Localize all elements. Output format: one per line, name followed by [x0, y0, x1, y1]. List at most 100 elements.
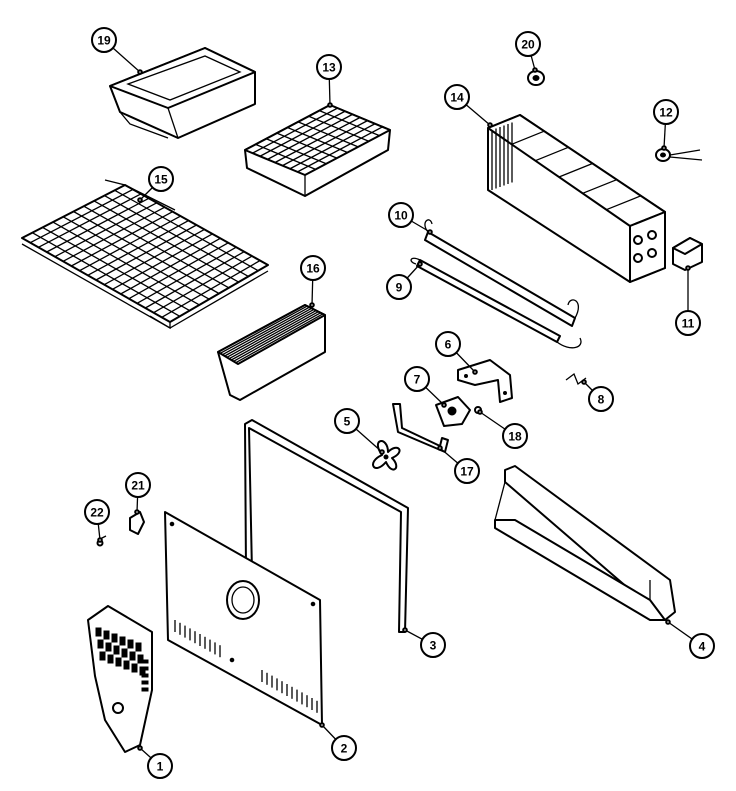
- part-12-thermostat: [655, 148, 703, 162]
- callout-number: 14: [450, 91, 464, 105]
- callout-leader-tip: [685, 265, 691, 271]
- callout-circle: [147, 753, 173, 779]
- callout-circle: [515, 31, 541, 57]
- callout-leader-tip: [441, 402, 447, 408]
- callout-leader-tip: [327, 102, 333, 108]
- callout-number: 7: [414, 373, 421, 387]
- callout-number: 21: [131, 479, 145, 493]
- callout-leader-tip: [319, 722, 325, 728]
- part-5-fan-blade: [372, 440, 401, 471]
- callout-leader-tip: [137, 745, 143, 751]
- callout-circle: [420, 632, 446, 658]
- callout-number: 12: [659, 106, 673, 120]
- callout-leader-tip: [309, 302, 315, 308]
- callout-circle: [316, 54, 342, 80]
- callout-circle: [502, 423, 528, 449]
- callout-14: 14: [444, 84, 493, 128]
- callout-circle: [148, 166, 174, 192]
- part-19-ice-bin: [109, 47, 256, 139]
- callout-leader-tip: [472, 369, 478, 375]
- callout-3: 3: [402, 627, 446, 658]
- callout-number: 16: [306, 262, 320, 276]
- callout-circle: [300, 255, 326, 281]
- callout-18: 18: [477, 409, 528, 449]
- callout-number: 18: [508, 430, 522, 444]
- callout-leader-tip: [134, 509, 140, 515]
- part-4-drain-trough: [494, 465, 676, 621]
- callout-number: 10: [394, 209, 408, 223]
- callout-leader-tip: [97, 537, 103, 543]
- callout-leader-tip: [661, 145, 667, 151]
- callout-13: 13: [316, 54, 342, 108]
- callout-leader-tip: [379, 449, 385, 455]
- callout-circle: [454, 458, 480, 484]
- callout-circle: [404, 366, 430, 392]
- callout-7: 7: [404, 366, 447, 408]
- callout-9: 9: [386, 261, 423, 300]
- part-21-knob: [129, 511, 145, 535]
- callout-17: 17: [437, 445, 480, 484]
- callout-5: 5: [334, 408, 385, 455]
- callout-circle: [689, 633, 715, 659]
- callout-number: 11: [682, 317, 695, 331]
- callout-19: 19: [91, 27, 143, 75]
- part-1-grille: [87, 605, 153, 753]
- part-13-ice-cube-tray: [244, 104, 391, 197]
- callout-number: 6: [445, 338, 452, 352]
- callout-4: 4: [665, 619, 715, 659]
- callout-leader-tip: [437, 445, 443, 451]
- callout-circle: [125, 472, 151, 498]
- part-20-grommet: [527, 70, 545, 86]
- callout-leader-tip: [581, 379, 587, 385]
- callout-number: 20: [521, 38, 535, 52]
- callout-number: 17: [460, 465, 474, 479]
- callout-circle: [331, 735, 357, 761]
- part-15-wire-shelf: [21, 179, 269, 330]
- callout-circle: [334, 408, 360, 434]
- callout-1: 1: [137, 745, 173, 779]
- callout-number: 5: [344, 415, 351, 429]
- callout-number: 22: [90, 506, 104, 520]
- callout-leader-tip: [402, 627, 408, 633]
- part-14-evaporator: [487, 114, 666, 283]
- callout-12: 12: [653, 99, 679, 151]
- callout-number: 19: [97, 34, 111, 48]
- callout-8: 8: [581, 379, 614, 412]
- part-16-evaporator-cover: [217, 304, 326, 401]
- callout-circle: [388, 202, 414, 228]
- part-11-terminal-block: [672, 237, 703, 271]
- callout-number: 1: [157, 760, 164, 774]
- callout-circle: [386, 274, 412, 300]
- callout-number: 4: [699, 640, 706, 654]
- callout-11: 11: [675, 265, 701, 336]
- callout-leader-tip: [487, 122, 493, 128]
- callout-circle: [84, 499, 110, 525]
- callout-10: 10: [388, 202, 433, 235]
- part-6-bracket: [457, 359, 513, 403]
- callout-6: 6: [435, 331, 478, 375]
- callout-leader-tip: [665, 619, 671, 625]
- callout-22: 22: [84, 499, 110, 543]
- callout-number: 13: [322, 61, 336, 75]
- callout-20: 20: [515, 31, 541, 73]
- callout-number: 15: [154, 173, 168, 187]
- callout-circle: [91, 27, 117, 53]
- callout-circle: [435, 331, 461, 357]
- callout-leader-tip: [137, 69, 143, 75]
- callout-circle: [444, 84, 470, 110]
- callout-16: 16: [300, 255, 326, 308]
- callout-number: 2: [341, 742, 348, 756]
- callout-leader-tip: [417, 261, 423, 267]
- callout-leader-tip: [532, 67, 538, 73]
- callout-2: 2: [319, 722, 357, 761]
- callout-number: 9: [396, 281, 403, 295]
- callout-15: 15: [137, 166, 174, 203]
- callout-circle: [675, 310, 701, 336]
- callout-leader-tip: [427, 229, 433, 235]
- part-2-panel: [164, 511, 323, 726]
- callout-21: 21: [125, 472, 151, 515]
- callout-leader-tip: [137, 197, 143, 203]
- callout-number: 3: [430, 639, 437, 653]
